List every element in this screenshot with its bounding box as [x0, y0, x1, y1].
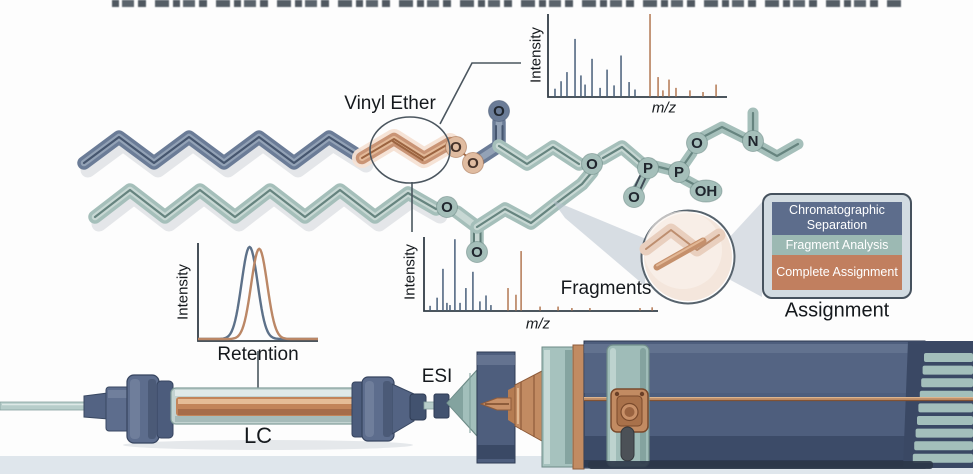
atom-bulge — [742, 130, 764, 152]
copper-bell — [514, 370, 543, 442]
double-bond-line — [391, 140, 424, 162]
atom-label: O — [493, 103, 505, 120]
lc-column — [170, 387, 362, 425]
atom-label: P — [643, 160, 653, 177]
vent-cap-slats — [912, 353, 973, 463]
fragments-label: Fragments — [560, 278, 652, 299]
chromatogram-curve — [198, 247, 318, 341]
atom-label: O — [691, 135, 703, 152]
mass-spectrum-top — [547, 14, 727, 98]
vent-slat — [922, 365, 973, 375]
headgroup-bonds — [631, 107, 804, 196]
vinyl-ether-magnifier — [639, 209, 736, 305]
atom-bulge — [637, 157, 659, 179]
top-spectrum-ylabel: Intensity — [527, 27, 545, 83]
ms-inlet — [476, 344, 585, 470]
top-spectrum-xlabel: m/z — [651, 99, 677, 117]
assignment-box: Chromatographic Separation Fragment Anal… — [762, 193, 912, 299]
atom-bulge — [668, 161, 690, 183]
cropped-title-strip — [112, 0, 905, 7]
atom-label: O — [586, 156, 598, 173]
atom-bulges — [436, 100, 764, 263]
retention-chromatogram — [197, 243, 318, 342]
fragment-spectrum-xlabel: m/z — [525, 315, 551, 333]
atom-bulge — [436, 196, 458, 218]
atom-bulge — [462, 152, 484, 174]
atom-label: O — [471, 244, 483, 261]
lc-label: LC — [243, 423, 273, 448]
assignment-row-fragment-analysis: Fragment Analysis — [772, 234, 902, 256]
atom-bulge — [623, 186, 645, 208]
vinyl-ether-segment — [352, 129, 470, 168]
magnified-double-bond — [653, 237, 707, 271]
lc-fitting-left — [83, 374, 174, 444]
chromatogram-ylabel: Intensity — [174, 264, 192, 320]
assignment-caption: Assignment — [784, 299, 890, 322]
capillary-line — [584, 397, 973, 401]
spectrum-top-axes — [547, 14, 727, 98]
assignment-row-complete-assignment: Complete Assignment — [772, 255, 902, 290]
atom-bulge — [466, 241, 488, 263]
atom-label: P — [674, 164, 684, 181]
acyl-chain-teal — [88, 165, 599, 255]
zoom-beam-right — [723, 202, 762, 297]
vent-slat — [915, 428, 973, 438]
atom-label: O — [467, 155, 479, 172]
chromatogram-xlabel: Retention — [217, 344, 299, 365]
glycerol-backbone-teal — [492, 139, 650, 172]
vent-slat — [914, 441, 973, 451]
vinyl-ether-label: Vinyl Ether — [344, 93, 436, 114]
vinyl-ether-circle — [369, 116, 451, 184]
spray-shield — [508, 386, 516, 425]
atom-bulge — [686, 132, 708, 154]
esi-union — [433, 393, 450, 419]
chromatogram-curve — [198, 245, 318, 341]
chromatogram-axes — [197, 243, 318, 342]
lc-fitting-right — [351, 376, 427, 442]
vent-slat — [917, 416, 973, 425]
atom-label: OH — [695, 183, 718, 200]
vent-slat — [918, 403, 973, 413]
atom-label: O — [441, 199, 453, 216]
lc-esi-instrument — [0, 340, 973, 470]
alkyl-chain-blue — [77, 130, 369, 170]
copper-ring — [572, 344, 585, 470]
mass-spectrum-fragments — [423, 237, 658, 312]
assignment-row-chromatographic-separation: Chromatographic Separation — [772, 202, 902, 235]
ms-body — [583, 340, 973, 469]
vent-slat — [921, 378, 973, 388]
port-lever — [620, 426, 635, 462]
connector-to-top-spectrum — [439, 62, 521, 125]
atom-bulge — [689, 179, 723, 203]
atom-label: N — [748, 133, 759, 150]
vent-slat — [912, 453, 973, 463]
atom-bulge — [488, 100, 510, 122]
atom-label: O — [628, 189, 640, 206]
vent-slat — [924, 353, 973, 362]
atom-bulge — [581, 153, 603, 175]
esi-label: ESI — [421, 366, 453, 387]
inlet-tubing — [0, 401, 87, 411]
spectrum-fragments-axes — [423, 237, 658, 312]
column-shadow — [123, 440, 413, 450]
atom-label: O — [450, 139, 462, 156]
fragment-spectrum-ylabel: Intensity — [401, 244, 419, 300]
ms-base-shadow — [588, 461, 933, 469]
zoom-beam-left — [552, 200, 646, 286]
atom-bulge — [445, 136, 467, 158]
